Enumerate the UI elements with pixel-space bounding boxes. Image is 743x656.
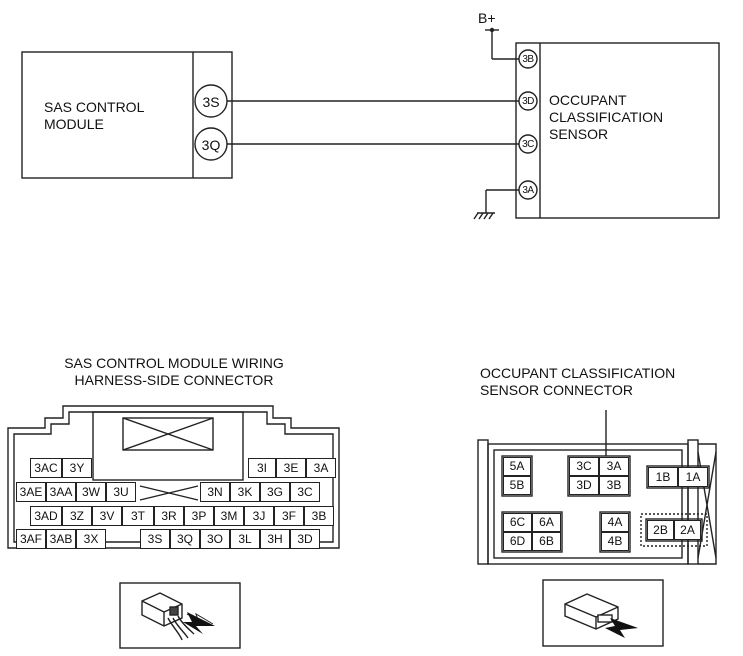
ocs-pin-3a: 3A	[522, 185, 534, 196]
ocs-connector-icon	[542, 579, 664, 647]
sas-pin: 3O	[200, 529, 230, 549]
sas-pin: 3E	[276, 458, 306, 478]
sas-pin: 3Q	[170, 529, 200, 549]
sas-pin: 3AC	[30, 458, 62, 478]
sas-pin: 3Z	[62, 506, 92, 526]
sas-pin: 3U	[106, 482, 136, 502]
sas-pin: 3P	[184, 506, 214, 526]
ocs-pin-3c: 3C	[522, 139, 534, 150]
ocs-pin-3b: 3B	[522, 54, 534, 65]
ocs-label: OCCUPANT CLASSIFICATION SENSOR	[549, 92, 664, 142]
sas-pin: 3D	[290, 529, 320, 549]
sas-pin: 3I	[248, 458, 276, 478]
sas-pin-3s: 3S	[202, 94, 220, 110]
sas-pin-3q: 3Q	[201, 137, 221, 153]
sas-pin: 3AD	[30, 506, 62, 526]
sas-empty-cross-b	[139, 485, 199, 501]
sas-latch	[92, 411, 244, 481]
ocs-pin: 3A	[599, 457, 629, 476]
power-label: B+	[478, 10, 496, 26]
sas-connector-outline	[7, 405, 340, 549]
sas-module-label: SAS CONTROL MODULE	[44, 99, 145, 132]
sas-pin: 3A	[306, 458, 336, 478]
sas-pin: 3AA	[46, 482, 76, 502]
sas-pin: 3M	[214, 506, 244, 526]
ocs-pin: 1B	[648, 467, 678, 487]
sas-pin: 3J	[244, 506, 274, 526]
ocs-pin: 3B	[599, 476, 629, 495]
ocs-pin: 1A	[678, 467, 708, 487]
sas-pin: 3S	[140, 529, 170, 549]
ocs-pin: 4A	[601, 513, 629, 532]
sas-connector-icon	[119, 582, 241, 649]
sas-pin: 3R	[154, 506, 184, 526]
sas-pin: 3W	[76, 482, 106, 502]
sas-connector-title: SAS CONTROL MODULE WIRING HARNESS-SIDE C…	[64, 355, 284, 388]
sas-pin: 3K	[230, 482, 260, 502]
sas-pin: 3G	[260, 482, 290, 502]
ocs-pin: 6B	[532, 532, 561, 551]
ocs-pin: 5A	[503, 457, 531, 476]
sas-pin: 3N	[200, 482, 230, 502]
ocs-pin: 6A	[532, 513, 561, 532]
ocs-pin: 2A	[674, 520, 701, 540]
sas-latch-cross-box	[122, 417, 214, 451]
ocs-pin: 5B	[503, 476, 531, 495]
ocs-connector-outline	[477, 410, 717, 565]
sas-pin: 3X	[76, 529, 106, 549]
ocs-box	[515, 42, 720, 219]
sas-pin: 3AF	[16, 529, 46, 549]
ocs-pin: 3D	[569, 476, 599, 495]
sas-pin: 3C	[290, 482, 320, 502]
ocs-pin: 2B	[647, 520, 674, 540]
sas-pin: 3AB	[46, 529, 76, 549]
sas-pin: 3B	[304, 506, 334, 526]
ocs-pin: 6D	[503, 532, 532, 551]
ocs-connector-title: OCCUPANT CLASSIFICATION SENSOR CONNECTOR	[480, 365, 676, 398]
sas-pin: 3H	[260, 529, 290, 549]
sas-pin: 3V	[92, 506, 122, 526]
ocs-pin-3d: 3D	[522, 96, 534, 107]
sas-pin: 3AE	[16, 482, 46, 502]
ocs-pin: 3C	[569, 457, 599, 476]
sas-pin: 3L	[230, 529, 260, 549]
ocs-pin: 4B	[601, 532, 629, 551]
sas-pin: 3Y	[62, 458, 92, 478]
sas-pin: 3T	[122, 506, 154, 526]
sas-pin: 3F	[274, 506, 304, 526]
ocs-pin: 6C	[503, 513, 532, 532]
sas-module-box	[21, 51, 233, 179]
